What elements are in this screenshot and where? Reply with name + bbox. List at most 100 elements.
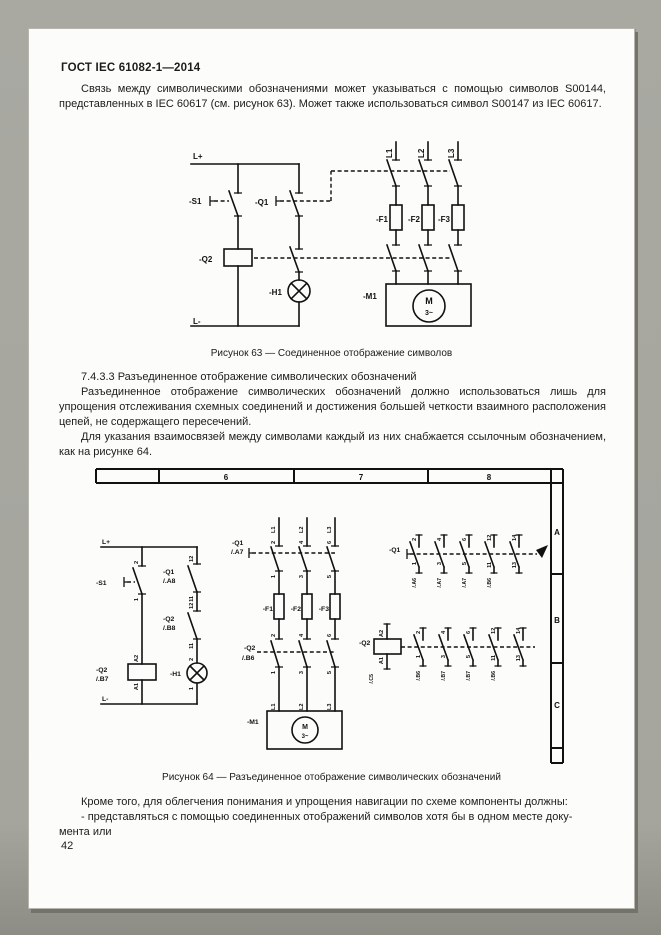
coil-q2-symbol [223, 248, 253, 267]
motor-terminal-label: L3 [327, 703, 333, 710]
motor-m1-circle [412, 289, 446, 323]
device-label-f1: -F1 [263, 606, 273, 613]
fuse-f2-symbol [421, 204, 435, 231]
figure-64-caption: Рисунок 64 — Разъединенное отображение с… [162, 772, 501, 783]
motor-phases: 3~ [302, 734, 309, 740]
power-phase-lines [385, 141, 462, 285]
terminal-label: 4 [299, 540, 305, 544]
motor-letter: M [302, 724, 308, 731]
cross-reference: /.B6 [416, 671, 422, 681]
figure-63-caption: Рисунок 63 — Соединенное отображение сим… [210, 348, 453, 359]
terminal-label: 6 [462, 538, 468, 541]
terminal-label: 4 [441, 630, 447, 634]
cross-reference: /.B6 [487, 578, 493, 588]
fuse-f1-symbol [389, 204, 403, 231]
cross-reference: /.A8 [163, 578, 176, 585]
paragraph-separated-2: Для указания взаимосвязей между символам… [59, 431, 606, 458]
device-label-q1-power: -Q1 [232, 540, 244, 547]
device-label-q2-aux: -Q2 [163, 616, 175, 623]
grid-col-7: 7 [359, 473, 364, 482]
terminal-label: 5 [466, 655, 472, 658]
terminal-label: 11 [491, 655, 497, 661]
device-label-f3: -F3 [438, 215, 451, 224]
terminal-label: 5 [327, 575, 333, 578]
paragraph-krome: Кроме того, для облегчения понимания и у… [81, 796, 568, 808]
terminal-label: 2 [271, 541, 277, 544]
device-label-h1: -H1 [269, 288, 282, 297]
terminal-label: 2 [189, 658, 195, 661]
terminal-label: 11 [487, 562, 493, 568]
terminal-label: 5 [462, 562, 468, 565]
device-label-f1: -F1 [376, 215, 389, 224]
terminal-label: 12 [491, 628, 497, 634]
terminal-label: 1 [271, 671, 277, 674]
overview-coil-q2 [373, 638, 402, 655]
terminal-label: 3 [299, 671, 305, 674]
device-label-f2: -F2 [408, 215, 421, 224]
cross-reference: /.C5 [369, 674, 375, 684]
terminal-label: 3 [441, 655, 447, 658]
device-label-m1: -M1 [363, 292, 377, 301]
device-label-f3: -F3 [319, 606, 329, 613]
terminal-label: 2 [134, 561, 140, 564]
device-label-h1: -H1 [170, 671, 181, 678]
terminal-label: 11 [189, 643, 195, 649]
device-label-s1: -S1 [96, 580, 107, 587]
overview-label-q1: -Q1 [389, 547, 401, 554]
terminal-label: 1 [271, 575, 277, 578]
device-label-m1: -M1 [247, 719, 259, 726]
cross-reference: /.A7 [462, 578, 468, 588]
phase-label-l1: L1 [385, 148, 394, 158]
terminal-label: 14 [516, 627, 522, 634]
terminal-label: A2 [134, 655, 140, 662]
cross-reference: /.B7 [96, 676, 109, 683]
terminal-label: 1 [412, 562, 418, 565]
grid-row-b: B [554, 616, 560, 625]
terminal-label: 1 [134, 598, 140, 601]
terminal-label: A1 [379, 657, 385, 664]
motor-terminal-label: L2 [299, 703, 305, 710]
terminal-label: 6 [327, 634, 333, 637]
phase-label-l2: L2 [417, 148, 426, 158]
lamp-h1-symbol [287, 279, 311, 303]
terminal-label: 12 [189, 556, 195, 562]
terminal-label: 6 [327, 541, 333, 544]
paragraph-separated-1: Разъединенное отображение символических … [59, 386, 606, 428]
cross-reference: /.A7 [437, 578, 443, 588]
paragraph-intro: Связь между символическими обозначениями… [59, 83, 606, 110]
cross-reference: /.B7 [441, 671, 447, 681]
terminal-label: 4 [437, 537, 443, 541]
terminal-label: 13 [512, 562, 518, 568]
cross-reference: /.B7 [466, 671, 472, 681]
q2-overview-contacts [412, 627, 527, 667]
rail-label-lminus: L- [193, 317, 201, 326]
fuse-f2-symbol [301, 593, 313, 620]
q1-overview-contacts [408, 534, 523, 574]
coil-q2-symbol [127, 663, 157, 681]
cross-reference: /.A6 [412, 578, 418, 588]
drawing-grid-frame [95, 468, 564, 764]
document-page: ГОСТ IEC 61082-1—2014 Связь между символ… [28, 28, 635, 909]
page-number: 42 [61, 840, 74, 852]
figure-64-diagram: 6 7 8 A B C L+ L- -S1 2 1 -Q2 /.B7 A2 A1… [95, 468, 564, 764]
grid-row-a: A [554, 528, 560, 537]
paragraph-list-item-line1: - представляться с помощью соединенных о… [81, 811, 573, 823]
phase-label: L1 [271, 526, 277, 533]
cross-reference: /.B6 [242, 655, 255, 662]
clause-heading: 7.4.3.3 Разъединенное отображение символ… [81, 371, 417, 383]
rail-label-lminus: L- [102, 696, 108, 703]
terminal-label: 12 [487, 535, 493, 541]
cross-reference: /.B6 [491, 671, 497, 681]
figure-63-diagram: L+ L- -S1 -Q2 -Q1 -H1 L1 [189, 141, 472, 327]
power-phase-lines [269, 517, 339, 712]
terminal-label: 14 [512, 534, 518, 541]
terminal-label: 3 [299, 575, 305, 578]
motor-letter: M [425, 296, 433, 306]
terminal-label: 2 [416, 631, 422, 634]
terminal-label: A1 [134, 683, 140, 690]
terminal-label: A2 [379, 630, 385, 637]
terminal-label: 11 [189, 596, 195, 602]
terminal-label: 1 [416, 655, 422, 658]
phase-label: L2 [299, 526, 305, 533]
